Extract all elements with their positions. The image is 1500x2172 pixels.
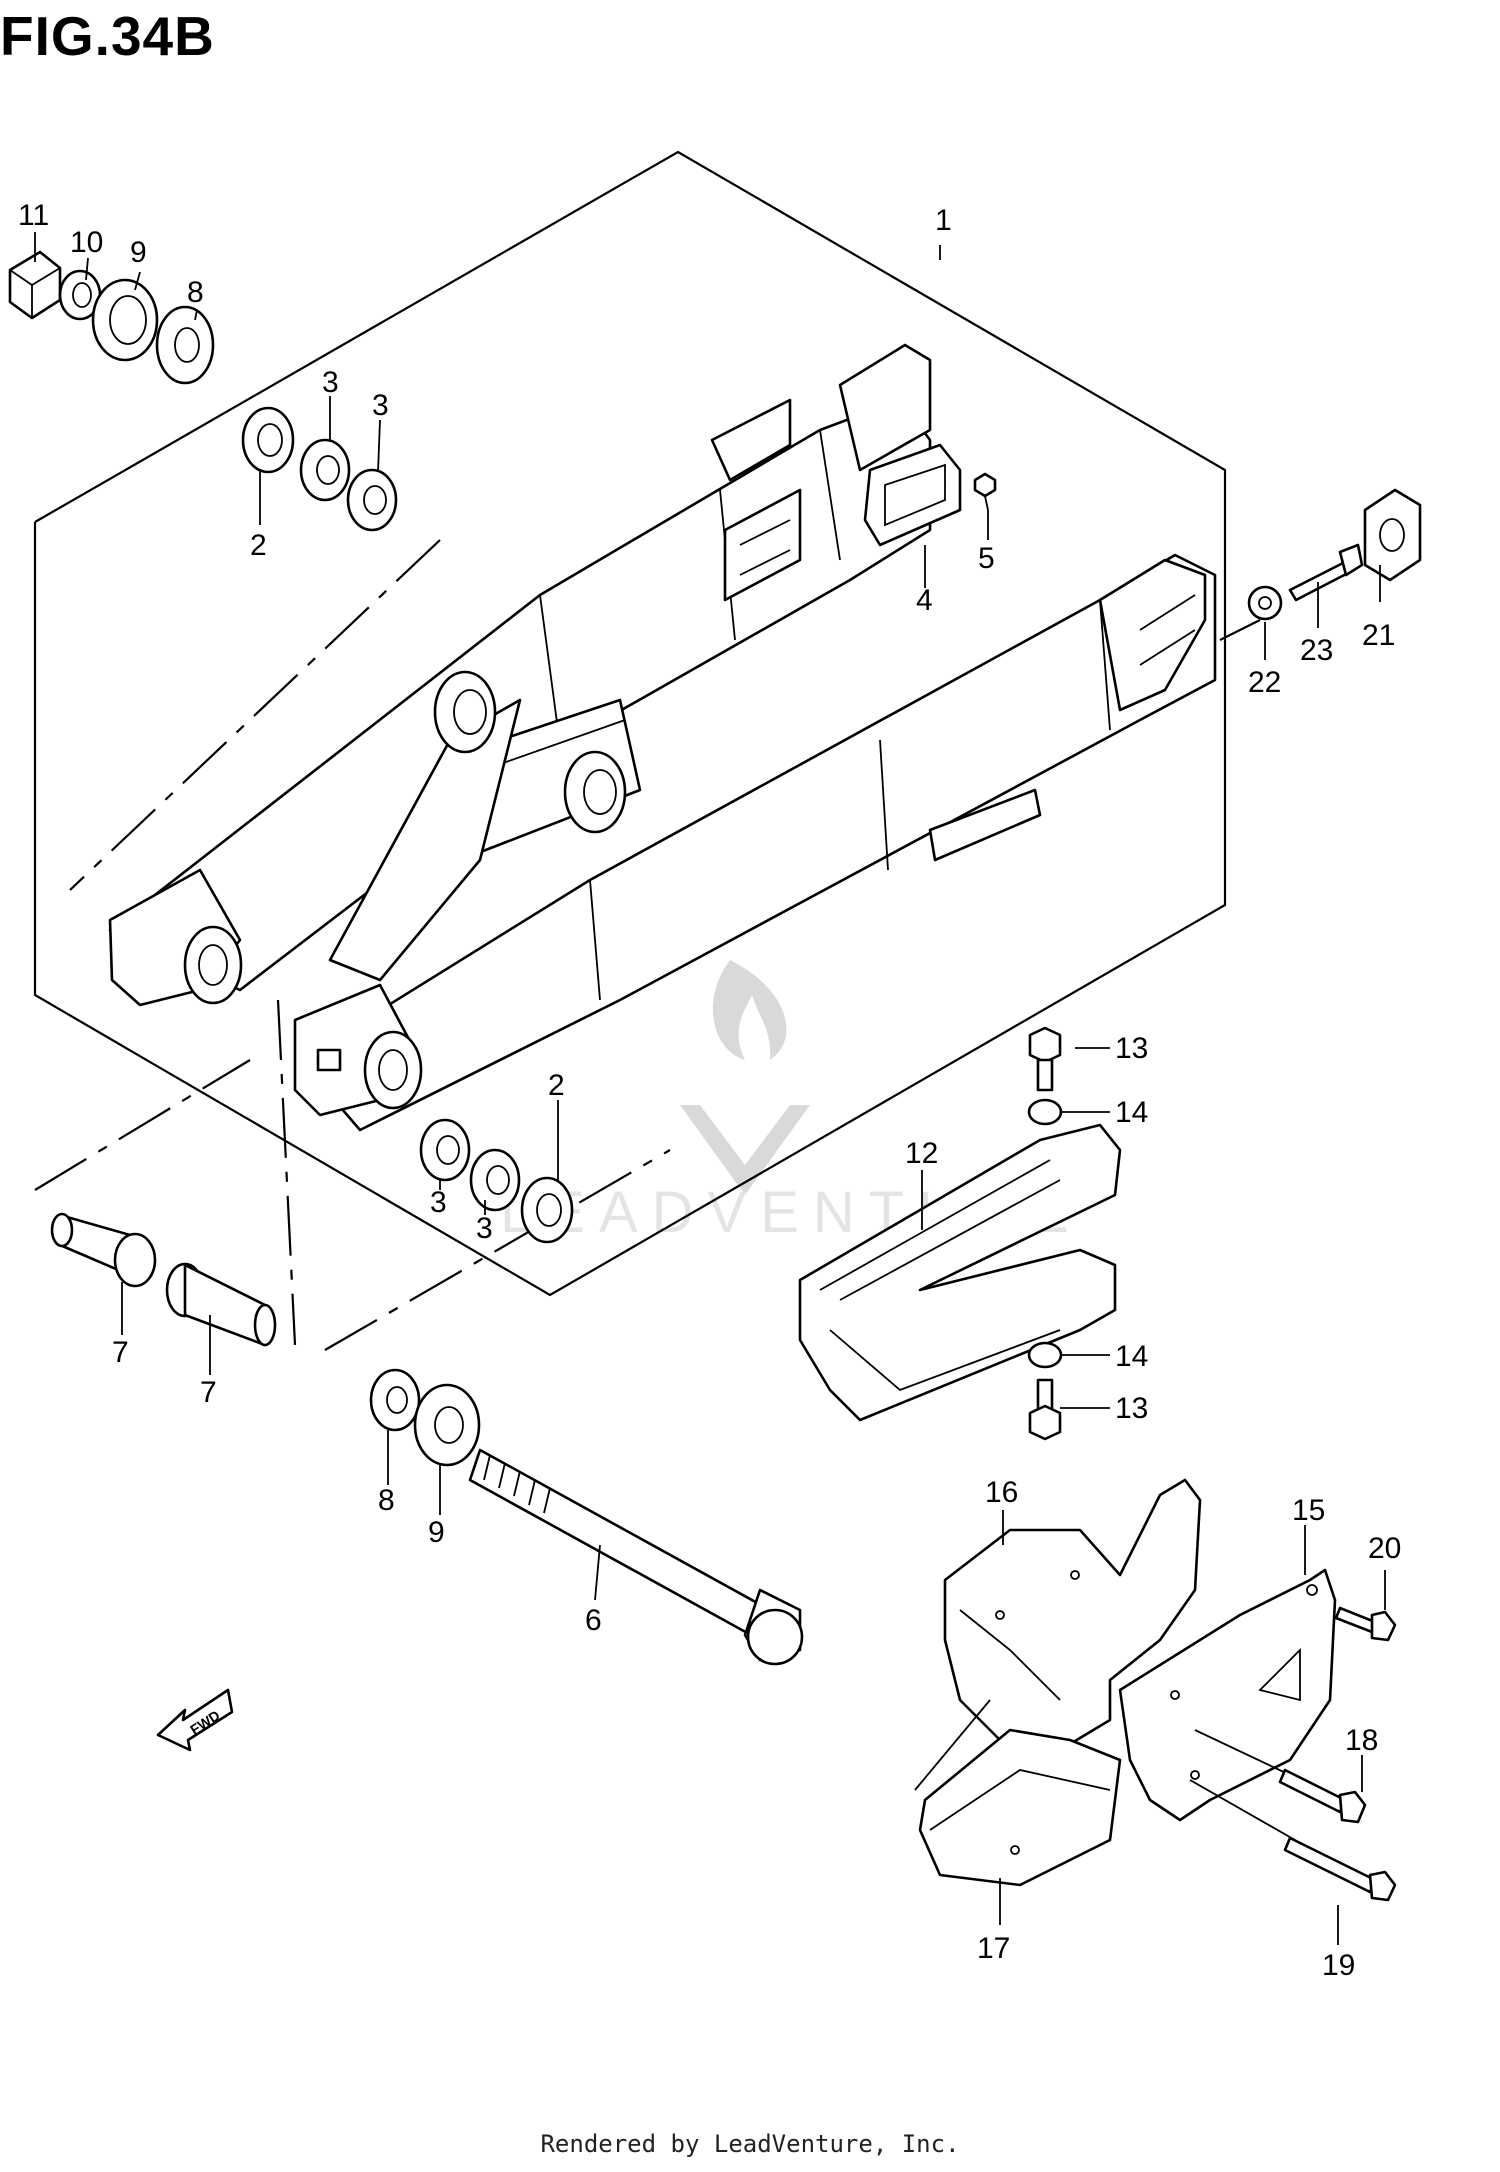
axle-dash-line-right [324,1149,671,1351]
callout-23: 23 [1300,634,1333,667]
axle-dash-line-left [34,1059,251,1191]
washer-8-upper [155,305,215,385]
callout-13-upper: 13 [1115,1032,1148,1065]
washer-9-lower [413,1383,481,1467]
bolt-23 [1288,543,1364,602]
bearing-3-upper-b [346,468,398,532]
callout-8-upper: 8 [187,276,204,309]
callout-14-lower: 14 [1115,1340,1148,1373]
adjuster-21 [1363,488,1422,582]
callout-18: 18 [1345,1724,1378,1757]
collar-7-left [50,1212,157,1288]
callout-7-left: 7 [112,1336,129,1369]
callout-9-upper: 9 [130,236,147,269]
callout-3-lower-a: 3 [430,1186,447,1219]
callouts: 1 2 2 3 3 3 3 4 5 6 7 7 8 8 9 9 10 11 12… [18,199,1401,1982]
callout-14-upper: 14 [1115,1096,1148,1129]
guide-17 [914,1699,1122,1887]
bracket-16 [943,1478,1202,1752]
callout-12: 12 [905,1137,938,1170]
callout-6: 6 [585,1604,602,1637]
fwd-arrow-icon: FWD [156,1688,234,1752]
bearing-dash-upper [69,539,441,891]
guard-plate-15 [1118,1568,1337,1822]
callout-10: 10 [70,226,103,259]
pivot-shaft-6 [468,1448,804,1666]
bolt-13-lower [1028,1378,1062,1441]
callout-2-upper: 2 [250,529,267,562]
bearing-3-lower-b [469,1148,521,1212]
callout-5: 5 [978,542,995,575]
collar-7-right [165,1262,277,1347]
callout-15: 15 [1292,1494,1325,1527]
callout-19: 19 [1322,1949,1355,1982]
callout-22: 22 [1248,666,1281,699]
callout-2-lower: 2 [548,1069,565,1102]
callout-9-lower: 9 [428,1516,445,1549]
bolt-18 [1194,1729,1367,1824]
bearing-3-upper-a [299,438,351,502]
nut-22 [1247,585,1283,621]
callout-3-upper-a: 3 [322,366,339,399]
callout-11: 11 [18,199,49,232]
callout-3-lower-b: 3 [476,1212,493,1245]
screw-5 [973,472,997,511]
callout-3-upper-b: 3 [372,389,389,422]
pivot-dash-line [276,999,297,1346]
chain-adjuster-dash [1219,619,1261,641]
callout-13-lower: 13 [1115,1392,1148,1425]
chain-slider-12 [798,1123,1122,1422]
callout-20: 20 [1368,1532,1401,1565]
swingarm [108,343,1217,1132]
bolt-20 [1334,1606,1397,1642]
callout-7-right: 7 [200,1376,217,1409]
washer-8-lower [369,1368,421,1432]
callout-1: 1 [935,204,952,237]
assembly-boundary [33,150,1227,1297]
spacer-2-lower [520,1176,574,1244]
leader-lines [34,232,1386,1945]
callout-4: 4 [916,584,933,617]
bearing-3-lower-a [419,1118,471,1182]
leadventure-watermark: LEADVENTURE [500,960,1069,1245]
callout-8-lower: 8 [378,1484,395,1517]
collar-14-lower [1027,1341,1063,1369]
bolt-13-upper [1028,1026,1062,1092]
bolt-19 [1189,1779,1397,1902]
washer-9-upper [91,278,159,362]
collar-14-upper [1027,1098,1063,1126]
footer-credit: Rendered by LeadVenture, Inc. [540,2130,960,2158]
figure-title: FIG.34B [0,5,215,67]
callout-16: 16 [985,1476,1018,1509]
callout-17: 17 [977,1932,1010,1965]
spacer-2-upper [241,406,295,474]
callout-21: 21 [1362,619,1395,652]
